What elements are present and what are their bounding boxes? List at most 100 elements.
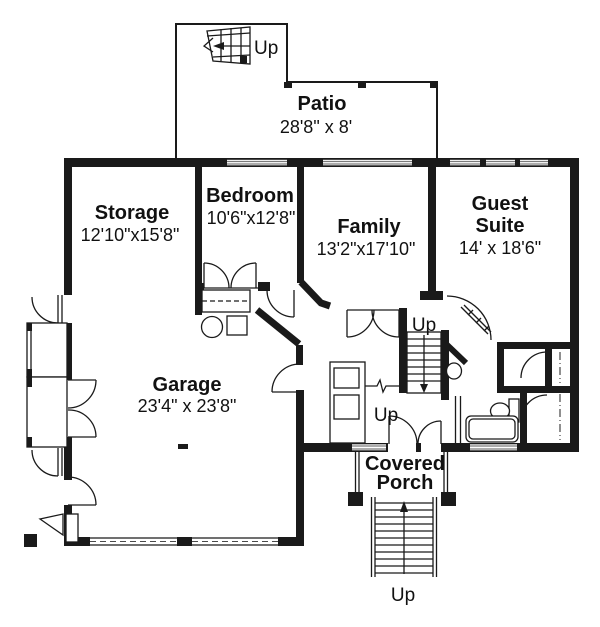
bath-wall bbox=[497, 386, 575, 393]
patio-outline bbox=[175, 23, 438, 158]
patio-post bbox=[358, 82, 366, 88]
bath-wall bbox=[497, 342, 572, 349]
utility-cabinet bbox=[226, 315, 248, 336]
room-dims-patio: 28'8" x 8' bbox=[280, 117, 352, 137]
water-heater bbox=[200, 315, 224, 339]
east-wall bbox=[570, 158, 579, 452]
stair-post bbox=[240, 56, 247, 63]
patio-stair-up-label: Up bbox=[254, 38, 278, 59]
north-wall bbox=[64, 158, 577, 167]
break-line bbox=[365, 378, 399, 394]
closet-jamb bbox=[195, 283, 204, 292]
garage-side-door bbox=[67, 379, 97, 409]
family-double-door bbox=[346, 309, 400, 338]
room-labels: Storage 12'10"x15'8" Bedroom 10'6"x12'8"… bbox=[81, 185, 542, 416]
porch-post bbox=[441, 492, 456, 506]
washer-dryer bbox=[201, 289, 251, 313]
bedroom-family-wall bbox=[297, 160, 304, 283]
kitchen-counter bbox=[329, 361, 366, 444]
room-label-patio: Patio bbox=[298, 93, 347, 115]
door-jamb bbox=[416, 443, 421, 452]
stair-rail bbox=[206, 32, 251, 37]
wall-tab bbox=[27, 369, 32, 377]
room-label-garage: Garage bbox=[153, 374, 222, 396]
family-window bbox=[323, 159, 412, 166]
guest-window bbox=[486, 159, 515, 166]
room-dims-garage: 23'4" x 23'8" bbox=[138, 396, 237, 416]
bath-window bbox=[470, 444, 517, 451]
room-dims-storage: 12'10"x15'8" bbox=[81, 225, 180, 245]
guest-suite-door bbox=[446, 295, 492, 341]
exterior-side-door bbox=[31, 295, 63, 324]
garage-door-opening bbox=[192, 537, 278, 546]
bedroom-door bbox=[266, 289, 295, 318]
interior-walls bbox=[178, 160, 575, 449]
interior-stair: Up Up bbox=[365, 315, 442, 426]
windows bbox=[227, 159, 548, 451]
patio-post bbox=[284, 82, 292, 88]
garage-east-wall bbox=[296, 345, 303, 365]
bath-wall bbox=[520, 386, 527, 446]
wall-tab bbox=[27, 323, 32, 331]
powder-angled-wall bbox=[440, 338, 469, 366]
closet-box bbox=[26, 376, 68, 448]
closet-box bbox=[26, 322, 68, 378]
room-dims-guest-suite: 14' x 18'6" bbox=[459, 238, 541, 258]
bedroom-window bbox=[227, 159, 287, 166]
room-label-storage: Storage bbox=[95, 202, 169, 224]
doors bbox=[31, 262, 548, 506]
garage-east-wall bbox=[296, 390, 304, 546]
stair-up-label: Up bbox=[412, 315, 436, 336]
stair-east-wall bbox=[441, 330, 449, 400]
porch-entry-door bbox=[388, 415, 418, 445]
garage-side-door bbox=[67, 409, 97, 438]
bathtub bbox=[465, 415, 519, 443]
garage-south-wall bbox=[177, 537, 192, 546]
angled-wall bbox=[298, 279, 332, 310]
left-closet-structure bbox=[26, 322, 79, 543]
guest-window bbox=[450, 159, 480, 166]
room-label-bedroom: Bedroom bbox=[206, 185, 294, 207]
patio-stair bbox=[202, 26, 251, 65]
room-label-covered: Covered bbox=[365, 453, 445, 475]
stair-west-wall bbox=[399, 308, 407, 393]
storage-bedroom-wall bbox=[195, 160, 202, 315]
sink bbox=[445, 362, 463, 380]
stair-up-label: Up bbox=[374, 405, 398, 426]
garage-hall-door bbox=[271, 363, 301, 393]
corner-post bbox=[24, 534, 37, 547]
closet-double-door bbox=[203, 262, 258, 289]
room-label-guest: Guest bbox=[472, 193, 529, 215]
porch-sidelite-window bbox=[352, 444, 386, 451]
arrow-left-icon bbox=[213, 42, 224, 50]
stair-rail bbox=[212, 54, 251, 58]
guest-window bbox=[520, 159, 548, 166]
room-dims-bedroom: 10'6"x12'8" bbox=[207, 208, 296, 228]
west-wall bbox=[64, 437, 72, 480]
west-wall bbox=[64, 323, 72, 380]
closet-divider-wall bbox=[545, 342, 552, 392]
garage-mark bbox=[178, 444, 188, 449]
porch-entry-door bbox=[417, 420, 442, 445]
closet-door bbox=[520, 394, 548, 422]
fixtures bbox=[200, 289, 561, 444]
wall-tab bbox=[27, 437, 32, 447]
exterior-side-door bbox=[31, 448, 63, 477]
arrow-up-icon bbox=[400, 501, 408, 512]
guest-wall-stub bbox=[420, 291, 443, 300]
garage-door-opening bbox=[90, 537, 177, 546]
patio-post bbox=[430, 82, 438, 88]
room-label-family: Family bbox=[337, 216, 401, 238]
arrow-down-icon bbox=[420, 384, 428, 393]
porch-post bbox=[348, 492, 363, 506]
room-dims-family: 13'2"x17'10" bbox=[317, 239, 416, 259]
door-wedge bbox=[38, 513, 64, 537]
south-wall-center bbox=[296, 443, 388, 452]
patio-area: Up Patio 28'8" x 8' bbox=[175, 23, 438, 158]
family-guest-wall bbox=[428, 160, 436, 293]
closet-door bbox=[520, 351, 548, 379]
exterior-stair bbox=[370, 497, 438, 577]
angled-wall bbox=[254, 307, 302, 347]
